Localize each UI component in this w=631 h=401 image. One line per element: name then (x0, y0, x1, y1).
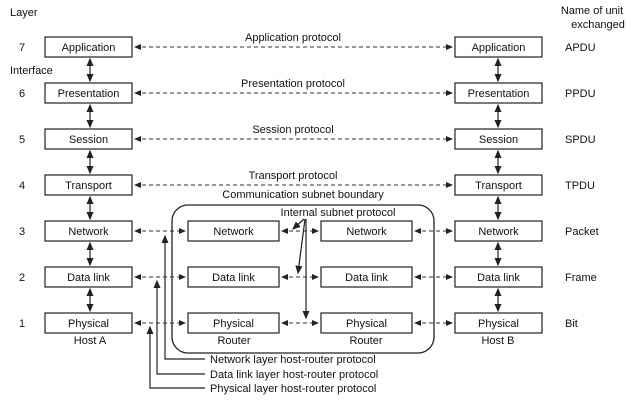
router-layer-label: Physical (346, 318, 387, 330)
unit-heading-line2: exchanged (571, 19, 625, 31)
peer-protocol-label: Transport protocol (249, 170, 338, 182)
host-router-protocol-pointer (146, 325, 205, 389)
host-a-layer-box (44, 266, 133, 288)
interface-label: Interface (10, 65, 53, 77)
layer-number: 5 (19, 134, 25, 146)
layer-heading: Layer (10, 7, 38, 19)
host-b-layer-box (454, 128, 543, 150)
host-a-layer-box (44, 312, 133, 334)
router-layer-box (187, 220, 280, 242)
host-router-protocol-label: Network layer host-router protocol (210, 354, 376, 366)
subnet-boundary (171, 204, 435, 354)
host-router-protocol-label: Data link layer host-router protocol (210, 369, 378, 381)
host-a-layer-label: Physical (68, 318, 109, 330)
host-a-layer-label: Transport (65, 180, 112, 192)
router-layer-label: Data link (212, 272, 255, 284)
router-layer-box (187, 312, 280, 334)
host-a-layer-label: Presentation (58, 88, 120, 100)
internal-subnet-protocol-label: Internal subnet protocol (281, 207, 396, 219)
unit-name: PPDU (565, 88, 596, 100)
host-a-layer-label: Application (62, 42, 116, 54)
host-b-layer-label: Physical (478, 318, 519, 330)
router-layer-label: Network (213, 226, 254, 238)
internal-protocol-pointer (295, 218, 306, 275)
host-b-layer-label: Transport (475, 180, 522, 192)
router-layer-box (320, 266, 413, 288)
host-a-layer-box (44, 82, 133, 104)
unit-name: APDU (565, 42, 596, 54)
host-a-layer-box (44, 128, 133, 150)
unit-name: TPDU (565, 180, 595, 192)
router-layer-box (320, 312, 413, 334)
host-router-protocol-pointer (161, 234, 205, 360)
host-b-layer-box (454, 266, 543, 288)
unit-name: SPDU (565, 134, 596, 146)
layer-number: 1 (19, 318, 25, 330)
layer-number: 7 (19, 42, 25, 54)
router-label: Router (349, 335, 382, 347)
unit-name: Frame (565, 272, 597, 284)
host-b-layer-label: Data link (477, 272, 520, 284)
layer-number: 4 (19, 180, 25, 192)
host-a-layer-label: Session (69, 134, 108, 146)
host-b-layer-label: Session (479, 134, 518, 146)
host-b-layer-box (454, 174, 543, 196)
unit-heading-line1: Name of unit (561, 5, 623, 17)
layer-number: 3 (19, 226, 25, 238)
host-a-layer-box (44, 36, 133, 58)
host-b-layer-box (454, 220, 543, 242)
router-layer-label: Data link (345, 272, 388, 284)
router-layer-label: Physical (213, 318, 254, 330)
host-b-layer-box (454, 312, 543, 334)
router-layer-box (320, 220, 413, 242)
subnet-boundary-label: Communication subnet boundary (222, 189, 384, 201)
host-b-layer-box (454, 36, 543, 58)
peer-protocol-label: Application protocol (245, 32, 341, 44)
host-a-layer-label: Network (68, 226, 109, 238)
peer-protocol-label: Presentation protocol (241, 78, 345, 90)
router-layer-label: Network (346, 226, 387, 238)
host-b-layer-label: Network (478, 226, 519, 238)
layer-number: 2 (19, 272, 25, 284)
internal-protocol-pointer (292, 218, 305, 230)
host-a-layer-label: Data link (67, 272, 110, 284)
host-b-layer-box (454, 82, 543, 104)
host-a-layer-box (44, 220, 133, 242)
host-b-label: Host B (481, 335, 514, 347)
unit-name: Packet (565, 226, 599, 238)
host-a-label: Host A (74, 335, 107, 347)
host-a-layer-box (44, 174, 133, 196)
router-layer-box (187, 266, 280, 288)
peer-protocol-label: Session protocol (252, 124, 333, 136)
unit-name: Bit (565, 318, 578, 330)
host-b-layer-label: Application (472, 42, 526, 54)
router-label: Router (217, 335, 250, 347)
host-router-protocol-pointer (153, 279, 205, 375)
host-b-layer-label: Presentation (468, 88, 530, 100)
host-router-protocol-label: Physical layer host-router protocol (210, 383, 376, 395)
layer-number: 6 (19, 88, 25, 100)
